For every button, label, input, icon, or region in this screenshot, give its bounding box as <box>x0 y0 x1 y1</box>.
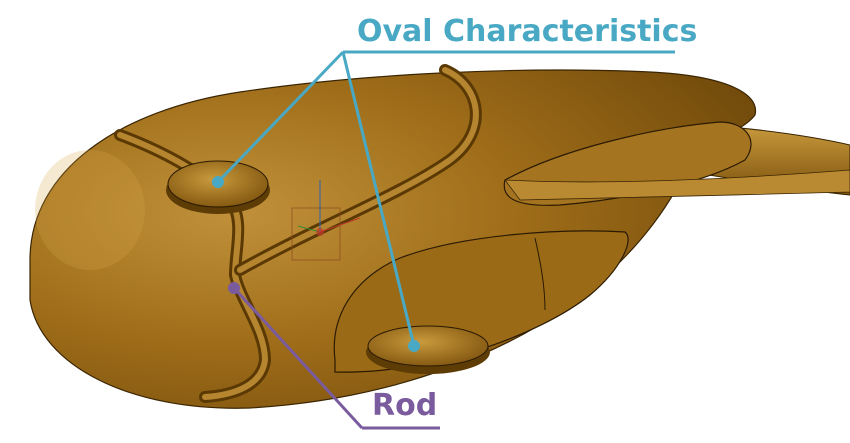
upper-wing-blade <box>504 169 850 201</box>
oval-characteristics-label: Oval Characteristics <box>357 14 698 49</box>
rod-callout-leader <box>228 282 440 430</box>
oval-callout-leader <box>212 50 675 352</box>
body-highlight <box>35 150 145 270</box>
rod-label: Rod <box>372 388 438 423</box>
side-panel-seam <box>534 237 546 311</box>
oval-characteristic-lower <box>366 325 490 374</box>
axis-triad-icon <box>291 180 361 261</box>
